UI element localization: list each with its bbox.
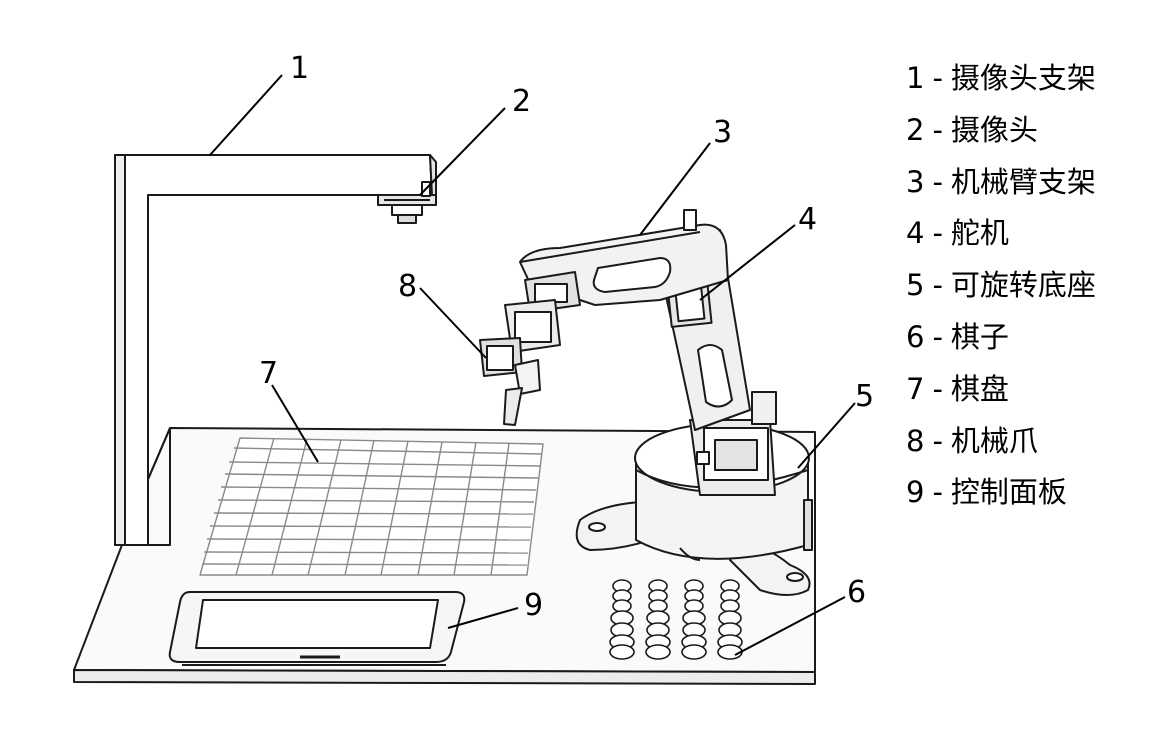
legend-label: 棋子 <box>950 319 1009 354</box>
callout-3: 3 <box>713 115 732 150</box>
legend-number: 5 <box>906 268 925 303</box>
legend-separator: - <box>932 164 943 199</box>
legend-separator: - <box>932 423 943 458</box>
legend-number: 7 <box>906 371 925 406</box>
legend-item: 1-摄像头支架 <box>906 52 1168 104</box>
legend-separator: - <box>932 112 943 147</box>
camera <box>377 181 437 224</box>
chess-pieces <box>609 579 743 660</box>
legend-separator: - <box>932 319 943 354</box>
legend-label: 控制面板 <box>950 475 1067 510</box>
callout-5: 5 <box>855 379 874 414</box>
control-panel <box>168 591 466 666</box>
legend-label: 可旋转底座 <box>950 268 1096 303</box>
leader-lines <box>209 74 856 656</box>
callout-2: 2 <box>512 84 531 119</box>
legend: 1-摄像头支架 2-摄像头 3-机械臂支架 4-舵机 5-可旋转底座 6-棋子 … <box>906 52 1168 518</box>
callout-6: 6 <box>847 575 866 610</box>
legend-item: 7-棋盘 <box>906 363 1168 415</box>
legend-number: 4 <box>906 216 925 251</box>
callout-7: 7 <box>259 356 278 391</box>
legend-label: 舵机 <box>950 216 1009 251</box>
arm-base-mount <box>689 391 777 496</box>
legend-separator: - <box>932 268 943 303</box>
legend-item: 6-棋子 <box>906 311 1168 363</box>
gripper <box>479 299 561 426</box>
legend-number: 3 <box>906 164 925 199</box>
legend-item: 4-舵机 <box>906 207 1168 259</box>
legend-number: 1 <box>906 61 925 95</box>
legend-number: 6 <box>906 319 925 354</box>
chess-board <box>199 437 544 576</box>
legend-label: 机械爪 <box>950 423 1038 458</box>
legend-separator: - <box>932 61 943 95</box>
callout-8: 8 <box>398 269 417 304</box>
callout-1: 1 <box>290 51 309 86</box>
legend-number: 9 <box>906 475 925 510</box>
legend-label: 机械臂支架 <box>950 164 1096 199</box>
legend-number: 2 <box>906 112 925 147</box>
legend-item: 3-机械臂支架 <box>906 156 1168 208</box>
legend-item: 9-控制面板 <box>906 466 1168 518</box>
legend-item: 8-机械爪 <box>906 415 1168 467</box>
legend-number: 8 <box>906 423 925 458</box>
legend-label: 棋盘 <box>950 371 1009 406</box>
callout-9: 9 <box>524 588 543 623</box>
legend-separator: - <box>932 475 943 510</box>
legend-separator: - <box>932 371 943 406</box>
legend-label: 摄像头支架 <box>950 61 1096 95</box>
legend-label: 摄像头 <box>950 112 1038 147</box>
callout-4: 4 <box>798 202 817 237</box>
legend-item: 2-摄像头 <box>906 104 1168 156</box>
legend-item: 5-可旋转底座 <box>906 259 1168 311</box>
legend-separator: - <box>932 216 943 251</box>
